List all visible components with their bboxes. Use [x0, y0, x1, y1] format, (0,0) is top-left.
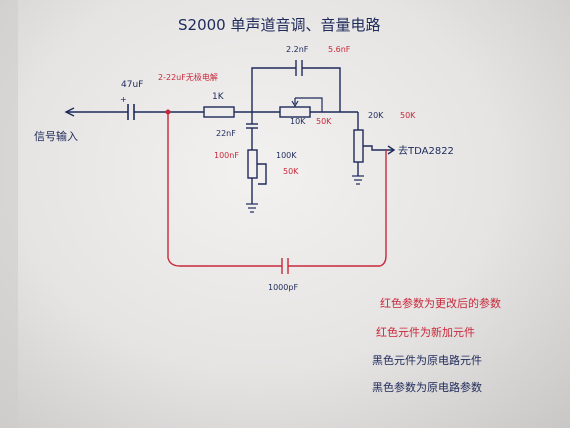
cap-100nf-label: 100nF [214, 151, 239, 160]
note-red-parts: 红色元件为新加元件 [376, 325, 475, 339]
pot-10k [279, 106, 311, 118]
note-red-params: 红色参数为更改后的参数 [380, 296, 501, 310]
cap-2p2nf-label: 2.2nF [286, 45, 309, 54]
signal-input-label: 信号输入 [34, 129, 78, 143]
cap-red-note: 2-22uF无极电解 [158, 72, 218, 82]
treble-cap-loop [251, 60, 341, 112]
input-capacitor [127, 104, 135, 120]
ground-volume [352, 175, 364, 185]
pot-10k-wiper [291, 97, 323, 112]
cap-5p6nf-label: 5.6nF [328, 45, 351, 54]
resistor-1k [203, 106, 235, 118]
red-feedback-wire [167, 112, 387, 274]
pot-20k-label: 20K [368, 111, 384, 120]
bass-branch [246, 112, 267, 204]
note-black-parts: 黑色元件为原电路元件 [372, 353, 482, 367]
input-wire [64, 107, 128, 117]
pot-50k-bass-label: 50K [283, 167, 299, 176]
cap-22nf-label: 22nF [216, 129, 236, 138]
ground-bass [246, 203, 258, 213]
plus-mark: + [120, 95, 127, 104]
output-label: 去TDA2822 [398, 145, 454, 157]
cap-1000pf-label: 1000pF [268, 283, 298, 292]
pot-10k-label: 10K [290, 117, 306, 126]
pot-50k-vol-label: 50K [400, 111, 416, 120]
volume-pot [353, 112, 396, 176]
pot-50k-label: 50K [316, 117, 332, 126]
title-text: S2000 单声道音调、音量电路 [178, 16, 380, 34]
cap-47uf-label: 47uF [121, 80, 143, 90]
note-black-params: 黑色参数为原电路参数 [372, 380, 482, 394]
res-1k-label: 1K [212, 92, 225, 102]
pot-100k-label: 100K [276, 151, 297, 160]
